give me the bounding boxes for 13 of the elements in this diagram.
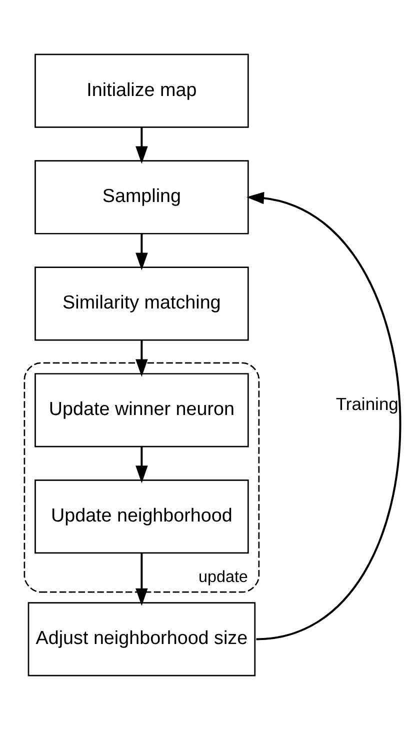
arrow <box>246 191 402 640</box>
node-box: Sampling <box>34 160 249 234</box>
arrow <box>136 233 148 270</box>
node-box: Update winner neuron <box>34 372 249 447</box>
node-box: Adjust neighborhood size <box>28 602 256 676</box>
node-box: Similarity matching <box>34 266 249 340</box>
edge-label: Training <box>336 393 398 414</box>
arrow <box>136 552 148 606</box>
arrow <box>136 340 148 376</box>
node-box: Update neighborhood <box>34 479 249 554</box>
arrow <box>136 126 148 164</box>
node-box: Initialize map <box>34 53 249 128</box>
arrow <box>136 446 148 483</box>
